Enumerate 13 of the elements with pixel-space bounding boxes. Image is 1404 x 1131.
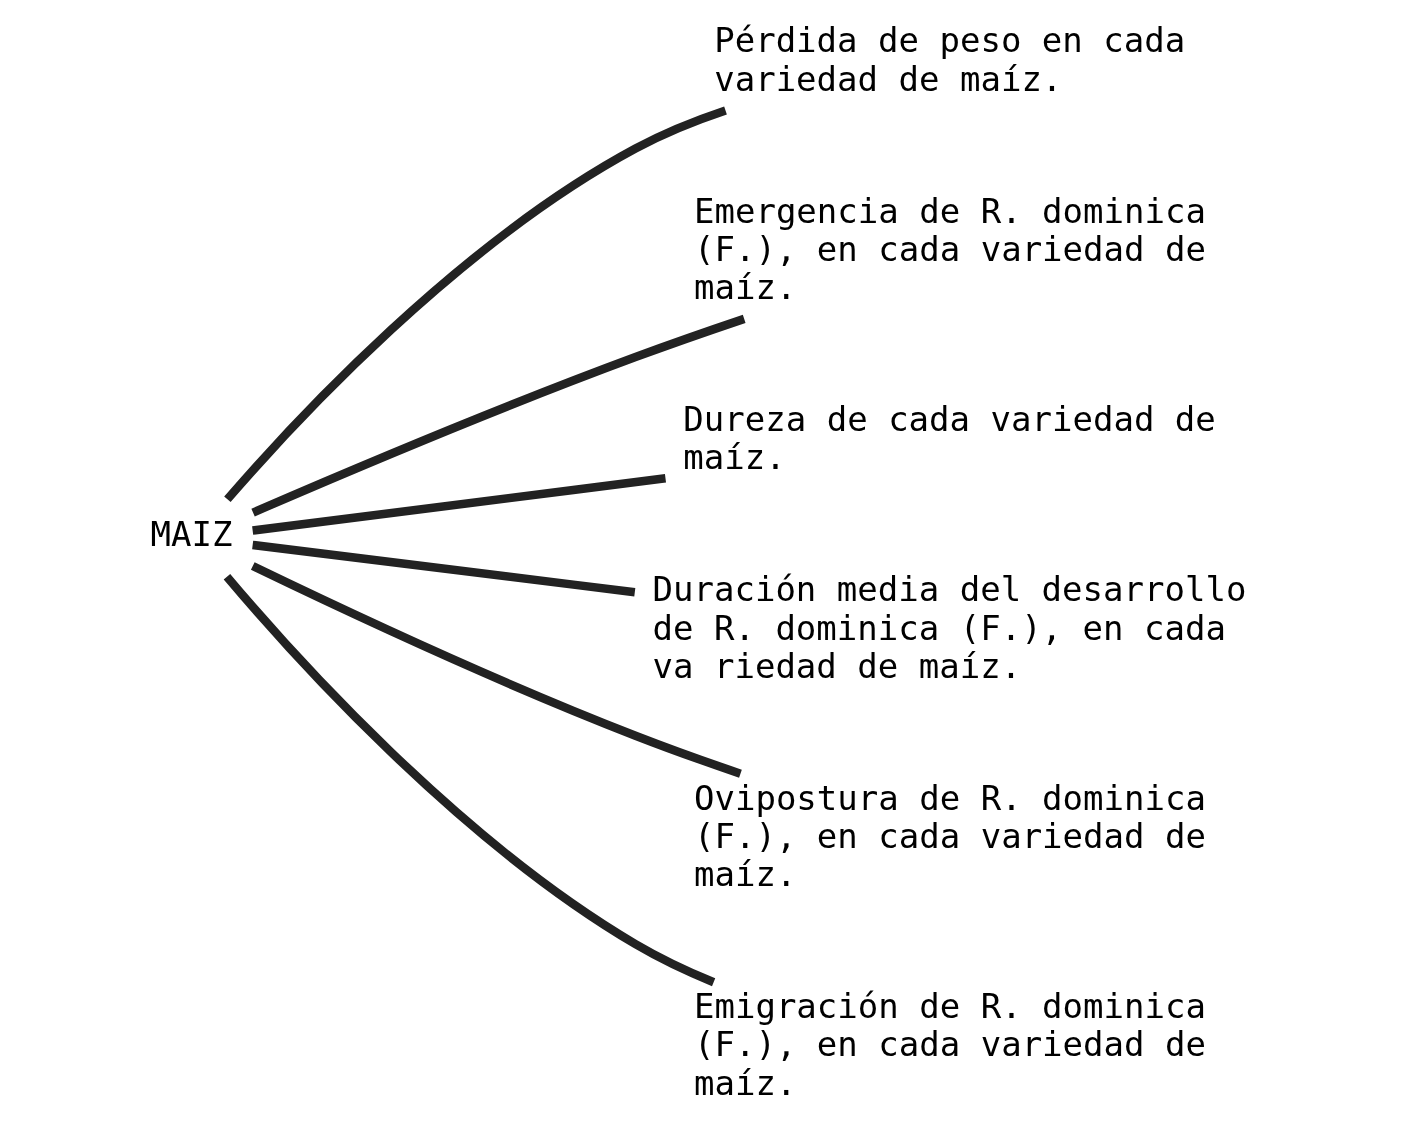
node-text: Pérdida de peso en cada variedad de maíz.	[713, 20, 1185, 99]
connector	[251, 474, 666, 535]
connector	[223, 573, 715, 987]
connector	[250, 314, 746, 517]
node-text: Emergencia de R. dominica (F.), en cada variedad de maíz.	[693, 190, 1206, 308]
node-text: Emigración de R. dominica (F.), en cada variedad de maíz.	[693, 986, 1206, 1103]
connector	[223, 106, 727, 503]
node-text: Ovipostura de R. dominica (F.), en cada variedad de maíz.	[693, 777, 1206, 895]
connector	[250, 562, 742, 778]
node-text: Dureza de cada variedad de maíz.	[682, 399, 1216, 478]
node-text: Duración media del desarrollo de R. dominica (F.), en cada va riedad de maíz.	[652, 569, 1246, 686]
connector	[251, 540, 635, 597]
node-text: MAIZ	[150, 513, 232, 554]
